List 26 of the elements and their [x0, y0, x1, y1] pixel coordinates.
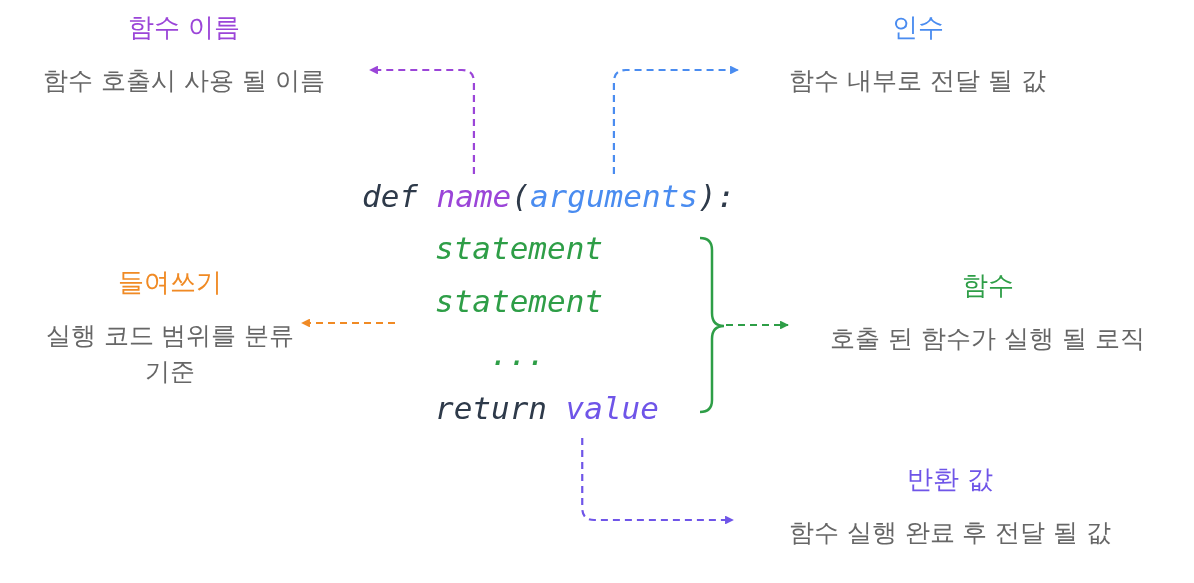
dashed-arrow — [581, 438, 734, 525]
annotation-title: 함수 — [961, 269, 1014, 302]
annotation-text: 함수 호출시 사용 될 이름 — [43, 66, 325, 95]
code-punctuation: ): — [697, 178, 736, 214]
dashed-arrow — [726, 320, 789, 330]
return-value: value — [565, 390, 659, 426]
dashed-arrow — [301, 318, 395, 328]
curly-brace — [699, 236, 726, 414]
annotation-title: 인수 — [891, 11, 944, 44]
code-keyword: def — [362, 178, 418, 214]
function-name: name — [436, 178, 512, 214]
annotation-text: 함수 내부로 전달 될 값 — [789, 66, 1046, 95]
dashed-arrow — [369, 65, 476, 174]
annotation-text: 호출 된 함수가 실행 될 로직 — [830, 324, 1145, 353]
annotation-text: 실행 코드 범위를 분류 기준 — [45, 321, 295, 386]
code-statement: statement — [435, 230, 603, 266]
parameter-name: arguments — [529, 178, 698, 214]
annotation-title: 반환 값 — [906, 463, 994, 496]
dashed-arrow — [612, 65, 739, 174]
code-statement: statement — [435, 283, 603, 319]
annotation-title: 함수 이름 — [127, 11, 241, 44]
annotation-text: 함수 실행 완료 후 전달 될 값 — [788, 518, 1112, 547]
annotation-title: 들여쓰기 — [118, 266, 222, 299]
code-punctuation: ( — [511, 178, 530, 214]
code-keyword: return — [435, 390, 547, 426]
ellipsis: ... — [490, 336, 546, 372]
